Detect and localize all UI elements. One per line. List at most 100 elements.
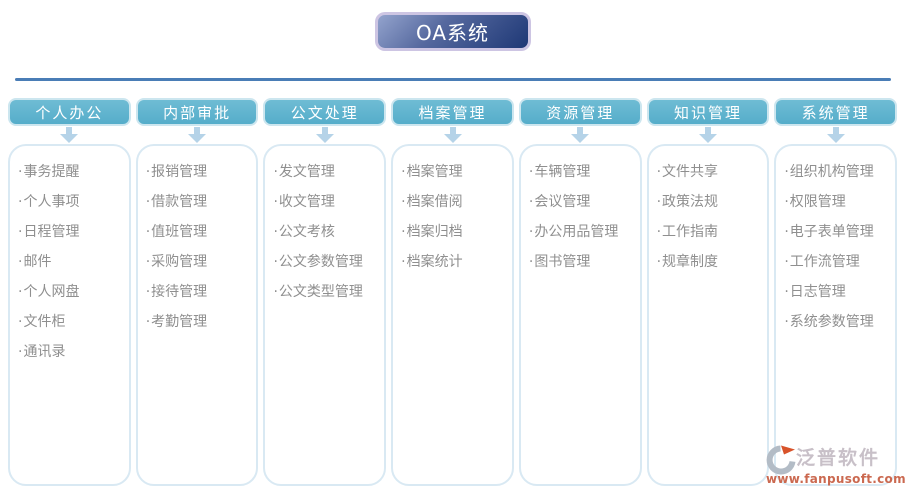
- item-bullet: ·: [784, 314, 789, 330]
- menu-item: ·会议管理: [529, 187, 637, 217]
- page-title: OA系统: [374, 12, 531, 51]
- item-bullet: ·: [784, 284, 789, 300]
- menu-item-label: 公文参数管理: [278, 254, 363, 270]
- arrow-stem: [194, 127, 201, 134]
- menu-item-label: 公文考核: [278, 224, 335, 240]
- item-bullet: ·: [784, 164, 789, 180]
- menu-item-label: 档案管理: [406, 164, 463, 180]
- menu-item: ·日程管理: [18, 217, 126, 247]
- menu-item-label: 电子表单管理: [789, 224, 874, 240]
- menu-item: ·车辆管理: [529, 157, 637, 187]
- menu-item: ·事务提醒: [18, 157, 126, 187]
- arrow-stem: [321, 127, 328, 134]
- column-body: ·车辆管理·会议管理·办公用品管理·图书管理: [518, 144, 642, 486]
- item-bullet: ·: [18, 254, 23, 270]
- column-2: 内部审批 ·报销管理·借款管理·值班管理·采购管理·接待管理·考勤管理: [135, 98, 259, 486]
- menu-item-label: 规章制度: [662, 254, 719, 270]
- item-bullet: ·: [528, 224, 534, 240]
- menu-item: ·值班管理: [146, 217, 254, 247]
- item-bullet: ·: [401, 194, 406, 210]
- menu-item: ·接待管理: [146, 277, 254, 307]
- item-bullet: ·: [18, 224, 23, 240]
- menu-item-label: 工作流管理: [789, 254, 860, 270]
- column-header: 公文处理: [263, 98, 387, 126]
- item-bullet: ·: [18, 314, 23, 330]
- arrow-stem: [577, 127, 584, 134]
- menu-item: ·公文类型管理: [273, 277, 381, 307]
- menu-item: ·报销管理: [146, 157, 254, 187]
- menu-item: ·组织机构管理: [784, 157, 892, 187]
- menu-item: ·档案归档: [401, 217, 509, 247]
- menu-item-label: 发文管理: [278, 164, 335, 180]
- column-1: 个人办公 ·事务提醒·个人事项·日程管理·邮件·个人网盘·文件柜·通讯录: [8, 98, 131, 486]
- item-bullet: ·: [656, 194, 662, 210]
- item-bullet: ·: [656, 224, 662, 240]
- menu-item-label: 办公用品管理: [534, 224, 619, 240]
- menu-item: ·档案管理: [401, 157, 509, 187]
- menu-item-label: 档案归档: [406, 224, 463, 240]
- menu-item: ·文件共享: [657, 157, 765, 187]
- menu-item: ·工作指南: [657, 217, 765, 247]
- arrow-down-icon: [391, 126, 514, 144]
- item-bullet: ·: [401, 164, 406, 180]
- fanpu-logo-icon: [766, 445, 796, 475]
- item-bullet: ·: [273, 194, 278, 210]
- menu-item-label: 车辆管理: [534, 164, 591, 180]
- columns-container: 个人办公 ·事务提醒·个人事项·日程管理·邮件·个人网盘·文件柜·通讯录 内部审…: [8, 98, 898, 486]
- item-bullet: ·: [18, 284, 23, 300]
- item-bullet: ·: [784, 254, 789, 270]
- column-body: ·发文管理·收文管理·公文考核·公文参数管理·公文类型管理: [263, 144, 387, 486]
- menu-item: ·考勤管理: [146, 307, 254, 337]
- item-bullet: ·: [18, 194, 23, 210]
- item-bullet: ·: [784, 224, 789, 240]
- item-bullet: ·: [273, 284, 278, 300]
- menu-item-label: 系统参数管理: [789, 314, 874, 330]
- menu-item: ·电子表单管理: [784, 217, 892, 247]
- column-header: 资源管理: [518, 98, 642, 126]
- menu-item: ·政策法规: [657, 187, 765, 217]
- menu-item: ·发文管理: [273, 157, 381, 187]
- item-bullet: ·: [656, 164, 662, 180]
- item-bullet: ·: [401, 254, 406, 270]
- column-body: ·事务提醒·个人事项·日程管理·邮件·个人网盘·文件柜·通讯录: [8, 144, 131, 486]
- menu-item: ·档案统计: [401, 247, 509, 277]
- column-header: 系统管理: [774, 98, 898, 126]
- column-header: 内部审批: [135, 98, 259, 126]
- item-bullet: ·: [401, 224, 406, 240]
- menu-item: ·日志管理: [784, 277, 892, 307]
- item-bullet: ·: [145, 224, 151, 240]
- menu-item-label: 借款管理: [151, 194, 208, 210]
- menu-item-label: 政策法规: [662, 194, 719, 210]
- menu-item-label: 接待管理: [151, 284, 208, 300]
- menu-item-label: 组织机构管理: [789, 164, 874, 180]
- menu-item: ·公文参数管理: [273, 247, 381, 277]
- column-body: ·文件共享·政策法规·工作指南·规章制度: [646, 144, 770, 486]
- arrow-head: [826, 134, 845, 143]
- menu-item: ·规章制度: [657, 247, 765, 277]
- menu-item: ·收文管理: [273, 187, 381, 217]
- fanpu-logo-name: 泛普软件: [796, 447, 881, 469]
- item-bullet: ·: [145, 254, 151, 270]
- column-body: ·档案管理·档案借阅·档案归档·档案统计: [391, 144, 514, 486]
- item-bullet: ·: [273, 164, 278, 180]
- menu-item-label: 采购管理: [151, 254, 208, 270]
- menu-item: ·个人事项: [18, 187, 126, 217]
- arrow-down-icon: [136, 126, 259, 144]
- menu-item-label: 工作指南: [662, 224, 719, 240]
- menu-item-label: 文件共享: [662, 164, 719, 180]
- arrow-down-icon: [263, 126, 386, 144]
- fanpu-logo: 泛普软件 www.fanpusoft.com: [766, 445, 905, 491]
- menu-item: ·借款管理: [146, 187, 254, 217]
- menu-item: ·个人网盘: [18, 277, 126, 307]
- column-body: ·报销管理·借款管理·值班管理·采购管理·接待管理·考勤管理: [135, 144, 259, 486]
- menu-item: ·办公用品管理: [529, 217, 637, 247]
- menu-item: ·公文考核: [273, 217, 381, 247]
- fanpu-logo-url: www.fanpusoft.com: [766, 472, 905, 486]
- menu-item-label: 个人网盘: [23, 284, 80, 300]
- menu-item: ·文件柜: [18, 307, 126, 337]
- arrow-head: [188, 134, 207, 143]
- menu-item-label: 邮件: [23, 254, 52, 270]
- column-body: ·组织机构管理·权限管理·电子表单管理·工作流管理·日志管理·系统参数管理: [774, 144, 898, 486]
- item-bullet: ·: [145, 284, 151, 300]
